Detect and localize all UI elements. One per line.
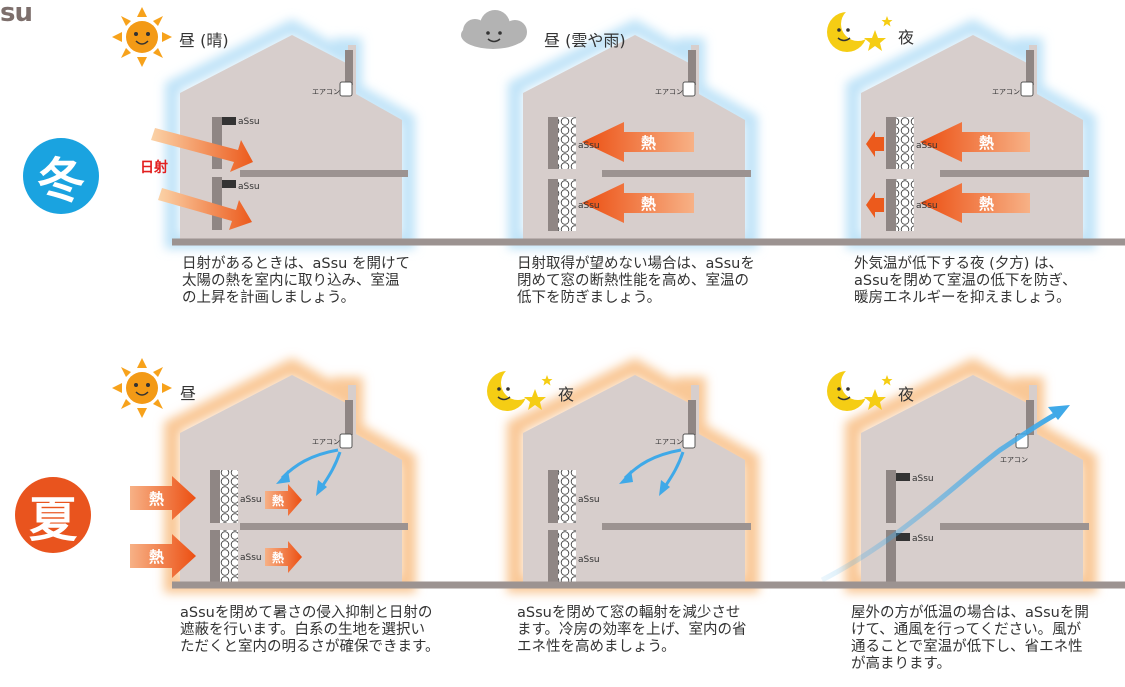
description-line: エネ性を高めましょう。 xyxy=(517,639,676,655)
moon-icon xyxy=(827,366,893,411)
aircon-label: エアコン xyxy=(312,88,340,96)
assu-honeycomb-icon xyxy=(896,179,914,231)
assu-honeycomb-icon xyxy=(558,117,576,169)
winter-row xyxy=(151,19,1125,249)
assu-rolled-icon xyxy=(222,180,236,188)
description-line: 外気温が低下する夜 (夕方) は、 xyxy=(854,256,1064,272)
aircon-label: エアコン xyxy=(312,438,340,446)
panel-description: 屋外の方が低温の場合は、aSsuを開 けて、通風を行ってください。風が 通ること… xyxy=(851,605,1089,673)
heat-label: 熱 xyxy=(272,550,284,565)
description-line: aSsuを閉めて窓の輻射を減少させ xyxy=(517,605,741,621)
solar-arrow-icon xyxy=(151,128,253,230)
description-line: 通ることで室温が低下し、省エネ性 xyxy=(851,639,1083,655)
assu-honeycomb-icon xyxy=(558,530,576,585)
heat-arrow-icon xyxy=(130,476,302,578)
assu-rolled-icon xyxy=(222,117,236,125)
heat-label: 熱 xyxy=(272,493,284,508)
panel-description: aSsuを閉めて窓の輻射を減少させ ます。冷房の効率を上げ、室内の省 エネ性を高… xyxy=(517,605,747,656)
assu-honeycomb-icon xyxy=(220,470,238,523)
assu-label: aSsu xyxy=(912,474,934,484)
description-line: 遮蔽を行います。白系の生地を選択い xyxy=(180,622,426,638)
assu-honeycomb-icon xyxy=(896,117,914,169)
panel-header: 夜 xyxy=(558,385,575,404)
description-line: 暖房エネルギーを抑えましょう。 xyxy=(854,290,1071,306)
panel-header: 昼 xyxy=(180,384,197,403)
assu-rolled-icon xyxy=(896,533,910,541)
panel-description: 日射があるときは、aSsu を開けて 太陽の熱を室内に取り込み、室温 の上昇を計… xyxy=(182,256,410,307)
assu-honeycomb-icon xyxy=(558,179,576,231)
wind-arrow-icon xyxy=(820,405,1070,583)
aircon-icon xyxy=(339,81,353,97)
aircon-icon xyxy=(1020,81,1034,97)
panel-header: 昼 (雲や雨) xyxy=(544,31,626,50)
aircon-label: エアコン xyxy=(655,88,683,96)
moon-icon xyxy=(487,366,553,411)
description-line: 屋外の方が低温の場合は、aSsuを開 xyxy=(851,605,1089,621)
description-line: 閉めて窓の断熱性能を高め、室温の xyxy=(517,273,749,289)
aircon-icon xyxy=(682,81,696,97)
assu-label: aSsu xyxy=(578,201,600,211)
aircon-label: エアコン xyxy=(1000,456,1028,464)
description-line: ます。冷房の効率を上げ、室内の省 xyxy=(517,622,747,638)
assu-label: aSsu xyxy=(916,141,938,151)
heat-label: 熱 xyxy=(979,195,994,213)
heat-arrow-icon xyxy=(582,122,694,223)
panel-header: 昼 (晴) xyxy=(179,31,229,50)
winter-badge: 冬 xyxy=(23,138,99,214)
logo: su xyxy=(0,0,33,28)
cool-air-arrow-icon xyxy=(276,448,685,496)
heat-label: 熱 xyxy=(641,134,656,152)
description-line: aSsuを閉めて室温の低下を防ぎ、 xyxy=(854,273,1077,289)
heat-arrow-icon xyxy=(866,122,1030,223)
heat-label: 熱 xyxy=(149,548,164,566)
aircon-label: エアコン xyxy=(655,438,683,446)
heat-label: 熱 xyxy=(979,134,994,152)
heat-label: 熱 xyxy=(641,195,656,213)
panel-description: 外気温が低下する夜 (夕方) は、 aSsuを閉めて室温の低下を防ぎ、 暖房エネ… xyxy=(854,256,1077,307)
assu-honeycomb-icon xyxy=(220,530,238,585)
description-line: 低下を防ぎましょう。 xyxy=(517,290,662,306)
description-line: 日射取得が望めない場合は、aSsuを xyxy=(517,256,755,272)
assu-label: aSsu xyxy=(578,141,600,151)
sun-icon xyxy=(112,358,172,418)
panel-header: 夜 xyxy=(898,28,915,47)
aircon-icon xyxy=(682,433,696,449)
assu-rolled-icon xyxy=(896,473,910,481)
solar-label: 日射 xyxy=(140,159,168,176)
summer-row xyxy=(130,357,1125,593)
description-line: 太陽の熱を室内に取り込み、室温 xyxy=(182,273,400,289)
aircon-icon xyxy=(339,433,353,449)
description-line: aSsuを閉めて暑さの侵入抑制と日射の xyxy=(180,605,433,621)
panel-header: 夜 xyxy=(898,385,915,404)
panel-description: aSsuを閉めて暑さの侵入抑制と日射の 遮蔽を行います。白系の生地を選択い ただ… xyxy=(180,605,440,656)
assu-label: aSsu xyxy=(912,534,934,544)
assu-label: aSsu xyxy=(240,553,262,563)
summer-badge: 夏 xyxy=(15,477,91,553)
assu-label: aSsu xyxy=(578,555,600,565)
assu-label: aSsu xyxy=(578,495,600,505)
assu-honeycomb-icon xyxy=(558,470,576,523)
description-line: 日射があるときは、aSsu を開けて xyxy=(182,256,410,272)
moon-icon xyxy=(827,7,893,52)
sun-icon xyxy=(112,7,172,67)
assu-label: aSsu xyxy=(238,182,260,192)
assu-label: aSsu xyxy=(916,201,938,211)
aircon-label: エアコン xyxy=(992,88,1020,96)
cloud-icon xyxy=(461,10,527,49)
description-line: ただくと室内の明るさが確保できます。 xyxy=(180,639,440,655)
description-line: けて、通風を行ってください。風が xyxy=(851,622,1082,638)
assu-label: aSsu xyxy=(240,495,262,505)
heat-label: 熱 xyxy=(149,490,164,508)
description-line: が高まります。 xyxy=(851,656,952,672)
assu-label: aSsu xyxy=(238,117,260,127)
panel-description: 日射取得が望めない場合は、aSsuを 閉めて窓の断熱性能を高め、室温の 低下を防… xyxy=(517,256,755,307)
description-line: の上昇を計画しましょう。 xyxy=(182,290,356,306)
